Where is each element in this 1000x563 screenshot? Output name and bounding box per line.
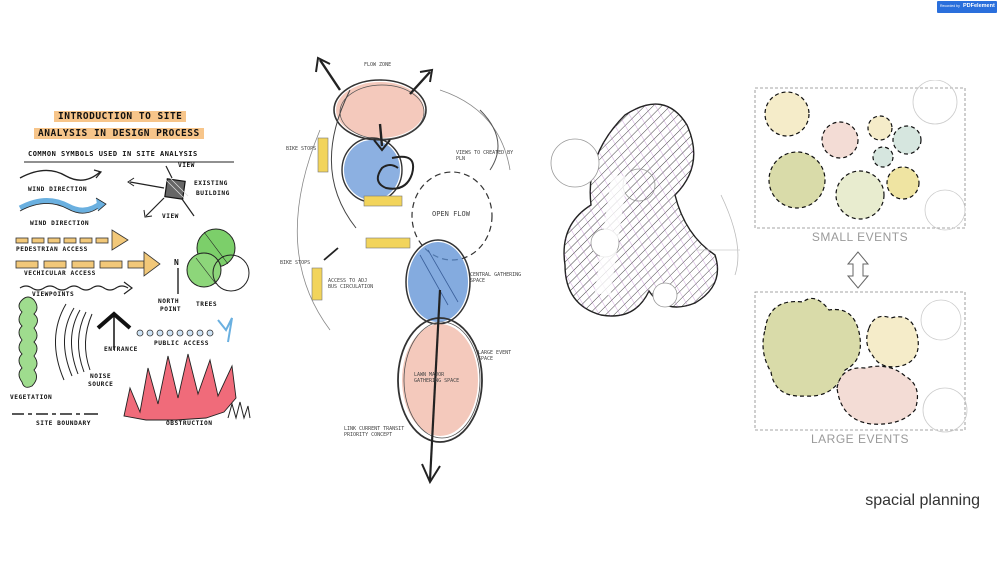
label-noise-1: NOISE: [90, 373, 112, 380]
flow-arrow-down: [428, 289, 442, 481]
noise-source-symbol: [55, 303, 93, 381]
note-circulation: ACCESS TO ADJ BUS CIRCULATION: [328, 278, 374, 290]
label-noise-2: SOURCE: [88, 381, 114, 388]
label-public-access: PUBLIC ACCESS: [154, 340, 209, 347]
label-view-top: VIEW: [178, 162, 195, 169]
note-views: VIEWS TO CREATED BY PLN: [456, 150, 514, 162]
legend-title-line1: INTRODUCTION TO SITE: [54, 111, 187, 122]
label-vehicular-access: VECHICULAR ACCESS: [24, 270, 96, 277]
public-access-symbol: [136, 329, 214, 337]
site-analysis-legend: INTRODUCTION TO SITE ANALYSIS IN DESIGN …: [6, 98, 256, 433]
note-large-event: LARGE EVENT SPACE: [478, 350, 512, 362]
label-vegetation: VEGETATION: [10, 394, 53, 401]
label-viewpoints: VIEWPOINTS: [32, 291, 75, 298]
hatched-blob-drawing: [550, 103, 740, 317]
upper-blue-bubble: [344, 140, 400, 200]
label-entrance: ENTRANCE: [104, 346, 138, 353]
flow-arrow-up-right: [409, 71, 431, 95]
yellow-bar-lower: [365, 237, 411, 249]
bubble-diagram-drawing: [296, 56, 511, 485]
small-events-frame: [754, 87, 966, 229]
double-arrow: [846, 251, 870, 289]
entrance-symbol: [96, 311, 132, 330]
label-north-point-2: POINT: [160, 306, 182, 313]
label-wind-direction-1: WIND DIRECTION: [28, 186, 88, 193]
vehicular-access-symbol: [15, 251, 161, 277]
note-open-flow: OPEN FLOW: [432, 210, 470, 218]
hatched-site-blob: [545, 95, 740, 335]
large-events-frame: [754, 291, 966, 431]
wind-arrow-1: [19, 169, 101, 181]
label-pedestrian-access: PEDESTRIAN ACCESS: [16, 246, 88, 253]
events-panel: SMALL EVENTS LARGE EVENTS: [745, 80, 975, 460]
yellow-bar-left-bottom: [311, 267, 323, 301]
bottom-pink-bubble: [402, 324, 478, 436]
label-north-point-1: NORTH: [158, 298, 180, 305]
legend-title-line2: ANALYSIS IN DESIGN PROCESS: [34, 128, 204, 139]
note-flow-zone: FLOW ZONE: [364, 62, 392, 68]
note-lawn: LAWN MAJOR GATHERING SPACE: [414, 372, 460, 384]
label-trees: TREES: [196, 301, 218, 308]
legend-symbols: [12, 161, 251, 421]
obstruction-symbol: [123, 353, 237, 421]
small-events-label: SMALL EVENTS: [811, 230, 909, 244]
events-drawing: [754, 80, 968, 433]
viewpoints-symbol: [19, 285, 129, 291]
label-obstruction: OBSTRUCTION: [166, 420, 213, 427]
yellow-bar-mid: [363, 195, 403, 207]
badge-right-text: PDFelement: [963, 3, 995, 9]
note-bike-stops-top: BIKE STOPS: [286, 146, 317, 152]
label-view-bottom: VIEW: [162, 213, 179, 220]
lower-blue-bubble: [408, 242, 468, 322]
wind-arrow-2: [18, 198, 104, 213]
yellow-bar-left-top: [317, 137, 329, 173]
legend-subtitle: COMMON SYMBOLS USED IN SITE ANALYSIS: [28, 150, 198, 158]
pdfelement-badge[interactable]: Recorded by PDFelement: [937, 1, 997, 13]
label-existing: EXISTING: [194, 180, 228, 187]
vegetation-symbol: [18, 296, 38, 388]
caption-spacial-planning: spacial planning: [865, 492, 980, 509]
note-bottom: LINK CURRENT TRANSIT PRIORITY CONCEPT: [344, 426, 405, 438]
flow-arrow-up-left: [319, 59, 341, 91]
large-events-label: LARGE EVENTS: [810, 432, 910, 446]
top-pink-bubble: [336, 82, 424, 138]
label-building: BUILDING: [196, 190, 230, 197]
badge-left-text: Recorded by: [940, 4, 960, 8]
note-central-gathering: CENTRAL GATHERING SPACE: [470, 272, 522, 284]
label-site-boundary: SITE BOUNDARY: [36, 420, 91, 427]
pedestrian-access-symbol: [15, 229, 129, 251]
spiral-connector: [376, 155, 414, 190]
label-north: N: [174, 258, 180, 267]
label-wind-direction-2: WIND DIRECTION: [30, 220, 90, 227]
bubble-diagram-sketch: FLOW ZONE OPEN FLOW VIEWS TO CREATED BY …: [280, 50, 530, 495]
trees-symbol: [186, 228, 250, 292]
note-bike-stops-bottom: BIKE STOPS: [280, 260, 311, 266]
